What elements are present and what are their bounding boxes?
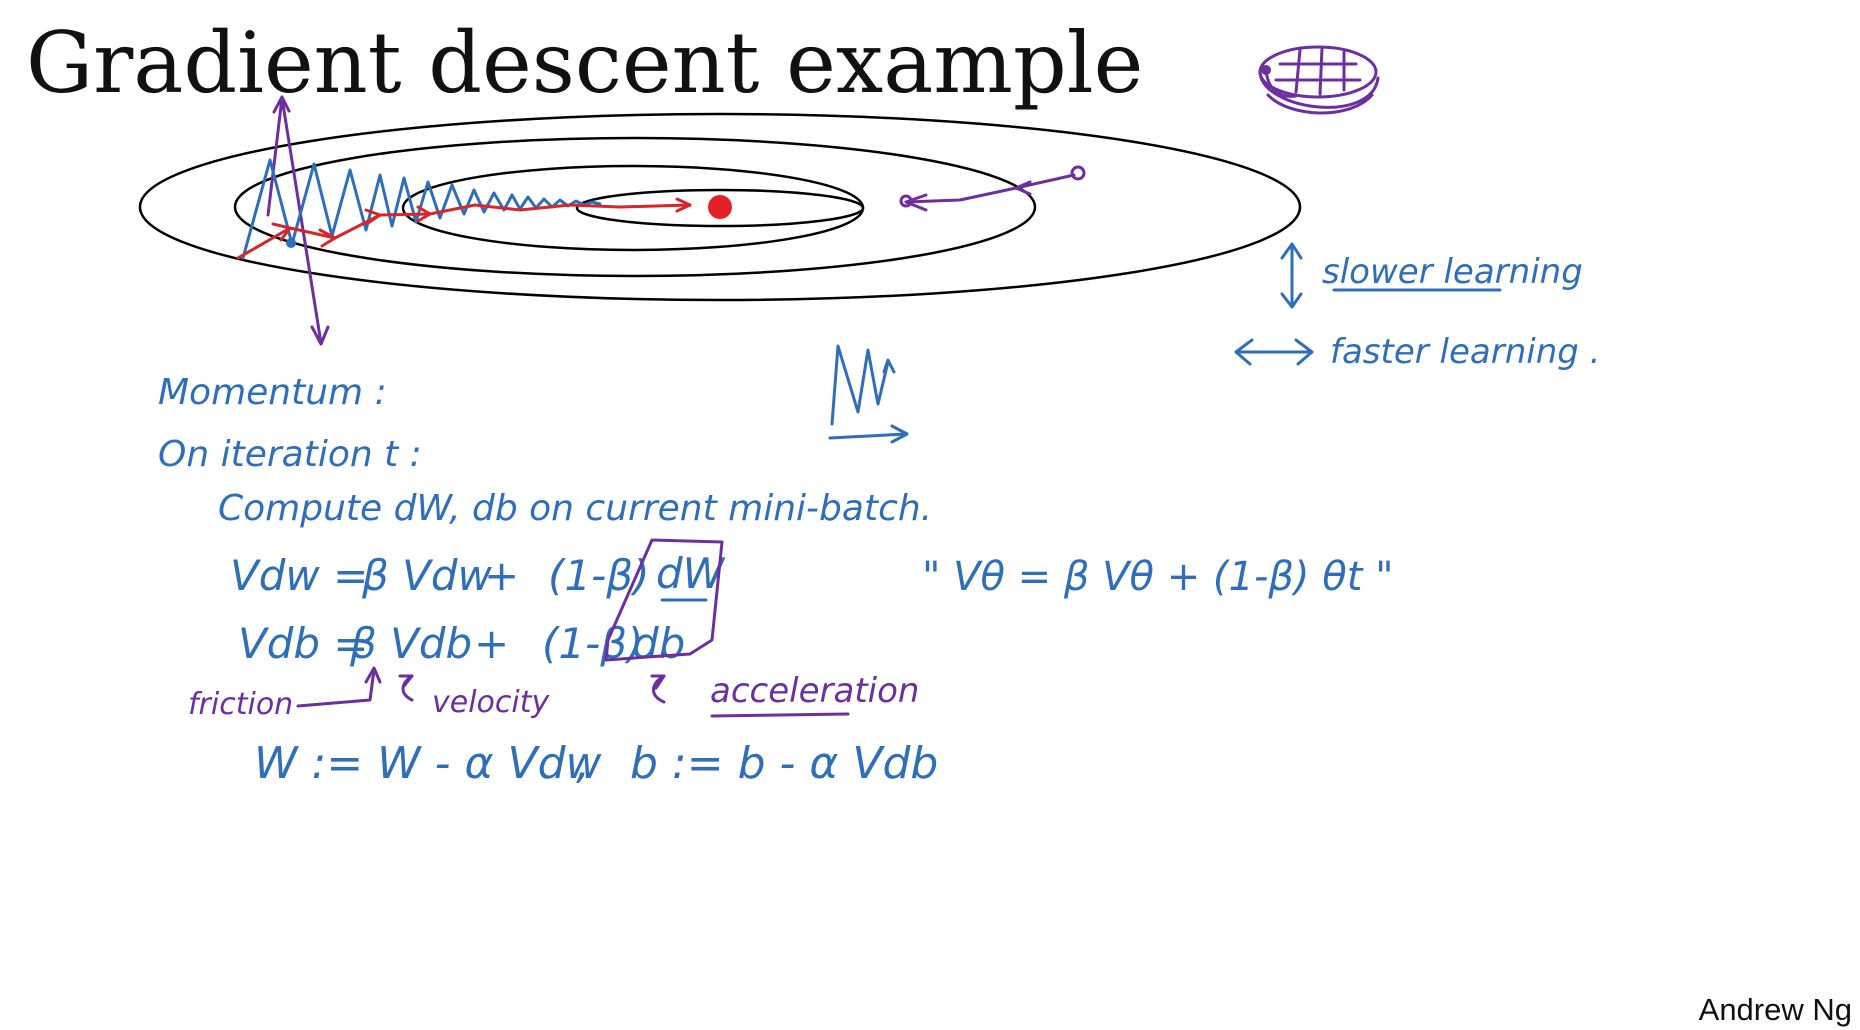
vdw-lhs: Vdw =	[230, 551, 368, 600]
vdb-lhs: Vdb =	[238, 619, 369, 668]
oscillation-doodle	[830, 346, 907, 442]
minimum-point	[708, 195, 732, 219]
vdb-one-minus-beta: (1-β)	[542, 619, 643, 668]
vdw-gradient: dW	[656, 549, 726, 598]
update-separator: ,	[576, 738, 590, 789]
momentum-heading: Momentum :	[158, 372, 387, 413]
faster-learning-label: faster learning .	[1330, 332, 1600, 372]
vdw-one-minus-beta: (1-β)	[548, 551, 649, 600]
velocity-label: velocity	[432, 685, 550, 720]
vdw-plus: +	[484, 551, 519, 600]
small-step-path	[901, 167, 1084, 210]
vdb-plus: +	[474, 619, 509, 668]
vdb-beta-term: β Vdb	[349, 619, 472, 668]
friction-label: friction	[188, 687, 293, 722]
learning-speed-legend: slower learning faster learning .	[1236, 244, 1600, 372]
contour-plot	[140, 114, 1300, 300]
acceleration-label: acceleration	[710, 671, 919, 711]
vdb-gradient: db	[632, 619, 685, 668]
b-update-rule: b := b - α Vdb	[630, 738, 938, 789]
w-update-rule: W := W - α Vdw	[254, 738, 603, 789]
vdw-beta-term: β Vdw	[361, 551, 493, 600]
bowl-sketch	[1260, 47, 1378, 113]
ewa-formula: " Vθ = β Vθ + (1-β) θt "	[922, 554, 1394, 600]
iteration-line: On iteration t :	[158, 434, 422, 475]
author-credit: Andrew Ng	[1699, 992, 1852, 1028]
slower-learning-label: slower learning	[1322, 252, 1583, 292]
compute-line: Compute dW, db on current mini-batch.	[218, 488, 932, 529]
momentum-notes: Momentum : On iteration t : Compute dW, …	[158, 372, 1394, 789]
